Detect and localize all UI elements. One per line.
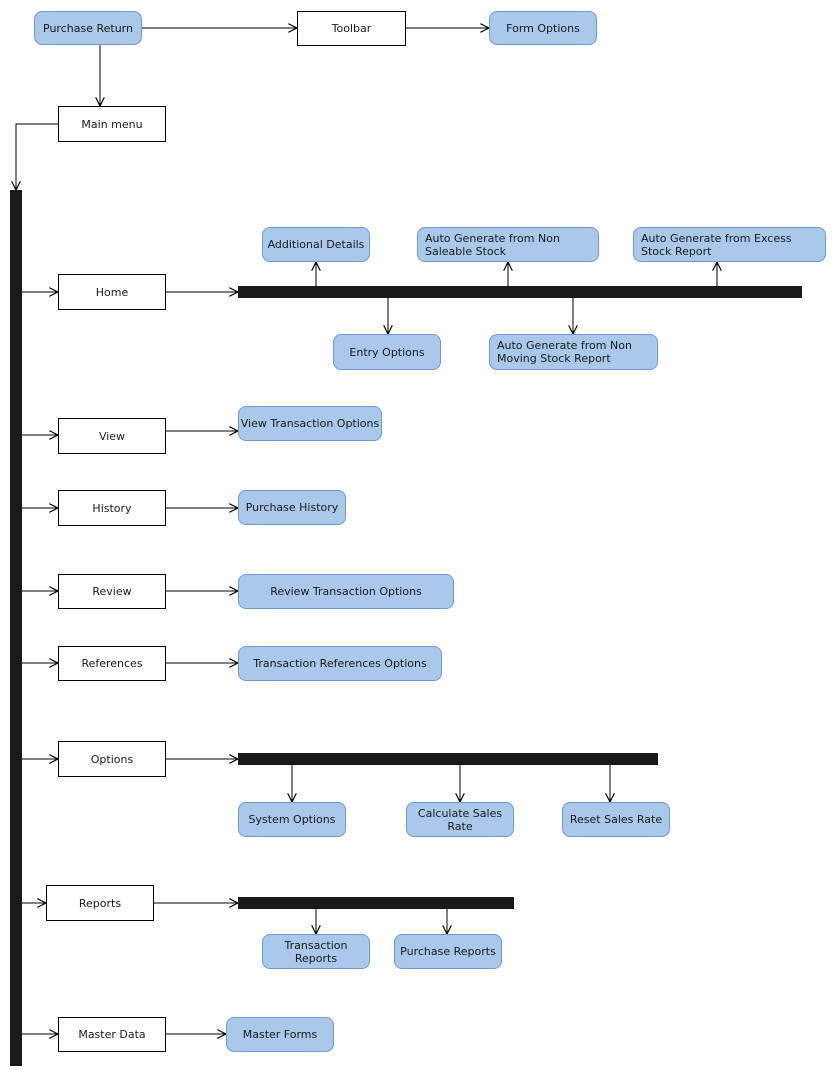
node-label: View: [98, 429, 126, 443]
node-label: Master Forms: [242, 1028, 318, 1041]
node-view: View: [58, 418, 166, 454]
node-label: Transaction References Options: [253, 657, 427, 670]
node-system-options: System Options: [238, 802, 346, 837]
node-label: Purchase Return: [43, 21, 133, 35]
node-references: References: [58, 646, 166, 681]
node-label: Options: [90, 752, 134, 766]
node-label: Purchase Reports: [400, 945, 496, 958]
node-view-transaction-options: View Transaction Options: [238, 406, 382, 441]
node-review: Review: [58, 574, 166, 609]
node-label: Toolbar: [331, 22, 372, 35]
node-history: History: [58, 490, 166, 526]
node-transaction-reports: Transaction Reports: [262, 934, 370, 969]
node-options: Options: [58, 741, 166, 777]
edge-main-menu-bar: [16, 123, 58, 190]
node-purchase-reports: Purchase Reports: [394, 934, 502, 969]
home-horizontal-bar: [238, 286, 802, 298]
node-label: System Options: [248, 813, 336, 826]
node-label: History: [92, 501, 132, 515]
reports-horizontal-bar: [238, 897, 514, 909]
node-label: Purchase History: [245, 501, 339, 514]
node-label: Reset Sales Rate: [569, 813, 663, 826]
node-label: Transaction Reports: [284, 938, 348, 965]
node-master-forms: Master Forms: [226, 1017, 334, 1052]
node-reset-sales-rate: Reset Sales Rate: [562, 802, 670, 837]
node-label: Auto Generate from Non Moving Stock Repo…: [497, 339, 632, 365]
node-review-transaction-options: Review Transaction Options: [238, 574, 454, 609]
node-label: Review Transaction Options: [270, 585, 422, 598]
node-auto-generate-non-saleable: Auto Generate from Non Saleable Stock: [417, 227, 599, 262]
node-label: Calculate Sales Rate: [417, 806, 503, 833]
node-home: Home: [58, 274, 166, 310]
node-form-options: Form Options: [489, 11, 597, 45]
node-auto-generate-non-moving: Auto Generate from Non Moving Stock Repo…: [489, 334, 658, 370]
node-label: References: [81, 657, 143, 670]
node-purchase-history: Purchase History: [238, 490, 346, 525]
node-purchase-return: Purchase Return: [34, 11, 142, 45]
node-toolbar: Toolbar: [297, 11, 406, 46]
node-label: Review: [92, 585, 132, 598]
node-label: Master Data: [78, 1028, 146, 1041]
node-label: Home: [95, 285, 129, 299]
node-main-menu: Main menu: [58, 106, 166, 142]
node-label: Form Options: [506, 21, 580, 35]
node-transaction-references-options: Transaction References Options: [238, 646, 442, 681]
node-label: Reports: [78, 896, 122, 910]
node-auto-generate-excess-stock: Auto Generate from Excess Stock Report: [633, 227, 826, 262]
node-label: Main menu: [81, 117, 143, 131]
node-additional-details: Additional Details: [262, 227, 370, 262]
node-entry-options: Entry Options: [333, 334, 441, 370]
node-label: Auto Generate from Non Saleable Stock: [425, 231, 560, 258]
node-label: Additional Details: [267, 238, 365, 251]
node-label: Entry Options: [349, 345, 425, 359]
main-vertical-bar: [10, 190, 22, 1066]
node-label: Auto Generate from Excess Stock Report: [641, 231, 792, 258]
node-master-data: Master Data: [58, 1017, 166, 1052]
node-reports: Reports: [46, 885, 154, 921]
options-horizontal-bar: [238, 753, 658, 765]
node-label: View Transaction Options: [240, 417, 380, 430]
node-calculate-sales-rate: Calculate Sales Rate: [406, 802, 514, 837]
